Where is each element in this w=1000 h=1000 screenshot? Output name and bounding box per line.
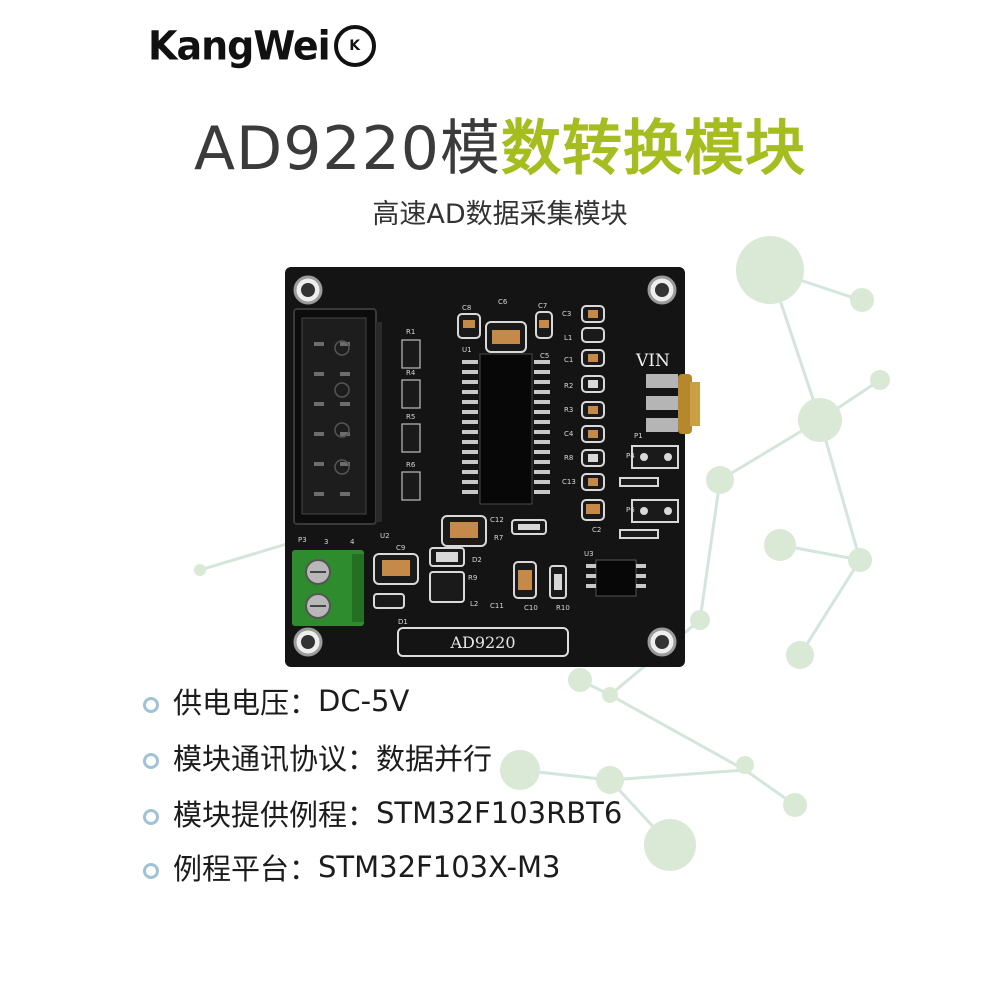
bullet-icon	[143, 809, 159, 825]
silkscreen-label: C5	[540, 352, 549, 360]
spec-label: 例程平台：	[173, 852, 319, 886]
silkscreen-label: R10	[556, 604, 570, 612]
title-part-dark: AD9220模	[194, 114, 501, 184]
silkscreen-label: 4	[350, 538, 355, 546]
spec-item-protocol: 模块通讯协议： 数据并行	[143, 736, 492, 778]
spec-value: 数据并行	[376, 742, 493, 776]
silkscreen-label: R1	[406, 328, 415, 336]
silkscreen-label: U1	[462, 346, 472, 354]
spec-value: STM32F103X-M3	[318, 850, 561, 884]
silkscreen-label: D1	[398, 618, 408, 626]
page-subtitle: 高速AD数据采集模块	[372, 199, 628, 230]
chip-u3	[586, 559, 646, 597]
spec-label: 模块通讯协议：	[173, 742, 377, 776]
silkscreen-label: 3	[324, 538, 328, 546]
spec-item-power: 供电电压： DC-5V	[143, 680, 409, 722]
silkscreen-label: R6	[406, 461, 416, 469]
vin-label: VIN	[635, 351, 670, 371]
silkscreen-label: R7	[494, 534, 503, 542]
spec-label: 模块提供例程：	[173, 798, 377, 832]
silkscreen-label: L1	[564, 334, 572, 342]
silkscreen-label: R3	[564, 406, 573, 414]
silkscreen-label: R5	[406, 413, 415, 421]
silkscreen-label: C11	[490, 602, 504, 610]
silkscreen-label: P3	[298, 536, 307, 544]
silkscreen-label: R9	[468, 574, 477, 582]
page-title: AD9220模数转换模块	[0, 100, 1000, 187]
spec-item-example: 模块提供例程： STM32F103RBT6	[143, 792, 622, 834]
bullet-icon	[143, 863, 159, 879]
silkscreen-label: C6	[498, 298, 508, 306]
spec-value: STM32F103RBT6	[376, 796, 623, 830]
silkscreen-label: C9	[396, 544, 405, 552]
silkscreen-label: C2	[592, 526, 601, 534]
board-label-box	[397, 627, 569, 657]
smd-components	[373, 305, 605, 609]
screw-terminal	[292, 550, 364, 626]
spec-value: DC-5V	[318, 684, 410, 718]
silkscreen-label: C4	[564, 430, 574, 438]
silkscreen-label: C7	[538, 302, 547, 310]
title-part-accent: 数转换模块	[500, 114, 806, 184]
silkscreen-label: L2	[470, 600, 478, 608]
silkscreen-label: P6	[626, 506, 635, 514]
silkscreen-label: P1	[634, 432, 643, 440]
silkscreen-label: U3	[584, 550, 594, 558]
silkscreen-label: D2	[472, 556, 482, 564]
adc-chip-u1	[462, 353, 550, 505]
silkscreen-label: C13	[562, 478, 576, 486]
silkscreen-label: R4	[406, 369, 416, 377]
brand-logo: KangWei K	[148, 22, 376, 70]
bullet-icon	[143, 753, 159, 769]
brand-badge-icon: K	[333, 25, 376, 67]
silkscreen-label: R8	[564, 454, 573, 462]
idc-connector	[293, 308, 382, 525]
silkscreen-label: U2	[380, 532, 390, 540]
board-label: AD9220	[449, 633, 515, 652]
bullet-icon	[143, 697, 159, 713]
spec-item-platform: 例程平台： STM32F103X-M3	[143, 846, 560, 888]
silkscreen-label: C3	[562, 310, 571, 318]
silkscreen-label: C1	[564, 356, 573, 364]
sma-connector	[646, 374, 700, 434]
brand-name: KangWei	[148, 22, 331, 70]
silkscreen-label: C12	[490, 516, 504, 524]
spec-label: 供电电压：	[173, 686, 319, 720]
silkscreen-label: C10	[524, 604, 538, 612]
silkscreen-label: P4	[626, 452, 635, 460]
test-pads	[619, 445, 679, 539]
silkscreen-label: C8	[462, 304, 471, 312]
silkscreen-label: R2	[564, 382, 573, 390]
